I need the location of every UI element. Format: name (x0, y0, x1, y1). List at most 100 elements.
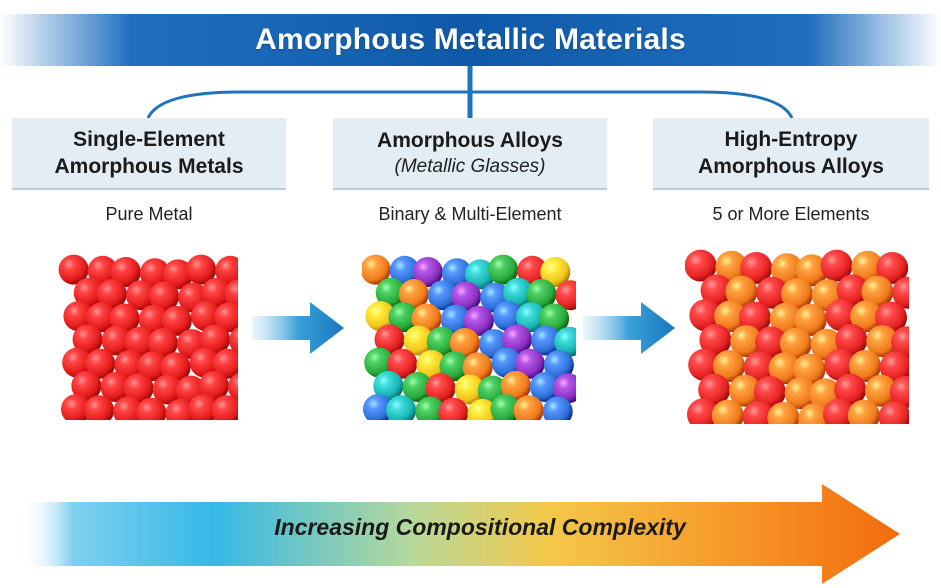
atom-sphere (101, 325, 132, 356)
atom-sphere (365, 301, 396, 332)
atom-sphere (823, 398, 855, 424)
atom-sphere (771, 253, 803, 286)
atom-sphere (188, 394, 219, 420)
atom-sphere (451, 281, 482, 312)
atom-sphere (85, 348, 116, 379)
atom-sphere (386, 395, 417, 420)
title-banner: Amorphous Metallic Materials (0, 14, 941, 66)
atom-sphere (124, 326, 155, 357)
atom-sphere (161, 305, 192, 336)
atom-sphere (529, 372, 560, 403)
category-title-line2: Amorphous Alloys (698, 155, 884, 178)
atom-sphere (389, 255, 420, 286)
atom-sphere (454, 374, 485, 405)
atom-sphere (824, 348, 857, 381)
atom-sphere (490, 394, 521, 420)
atom-sphere (685, 249, 717, 282)
atom-sphere (189, 347, 220, 378)
atom-sphere (542, 396, 573, 420)
atom-sphere (190, 301, 221, 332)
atom-sphere (63, 301, 94, 332)
atom-sphere (198, 370, 229, 401)
atom-sphere (426, 326, 457, 357)
atom-sphere (62, 347, 93, 378)
category-subtitle: (Metallic Glasses) (394, 156, 546, 177)
category-title-line1: Single-Element (73, 128, 225, 151)
atom-sphere (755, 326, 787, 359)
atom-sphere (439, 351, 470, 382)
atom-sphere (850, 300, 883, 333)
atom-sphere (753, 376, 786, 408)
atom-sphere (687, 398, 719, 424)
branch-connector (146, 66, 794, 119)
atom-sphere (798, 403, 831, 424)
atom-sphere (139, 258, 170, 289)
atom-sphere (779, 327, 812, 360)
atom-sphere (517, 255, 548, 286)
atom-sphere (820, 249, 853, 282)
atom-sphere (730, 325, 763, 358)
atom-sphere (769, 302, 802, 335)
atom-sphere (698, 373, 731, 406)
atom-sphere (364, 347, 395, 378)
category-description: 5 or More Elements (712, 204, 870, 224)
atom-sphere (387, 348, 418, 379)
atom-sphere (215, 255, 238, 286)
atom-sphere (402, 372, 433, 403)
atom-sphere (373, 370, 404, 401)
atom-sphere (86, 302, 117, 333)
atom-sphere (713, 350, 745, 382)
atom-sphere (729, 374, 761, 407)
atom-sphere (502, 324, 533, 355)
atom-sphere (138, 304, 169, 335)
atom-sphere (136, 397, 167, 420)
category-title-line1: High-Entropy (724, 128, 858, 151)
atom-sphere (781, 278, 813, 310)
atom-sphere (463, 305, 494, 336)
atom-sphere (412, 257, 443, 287)
atom-sphere (152, 374, 183, 405)
atom-sphere (526, 279, 557, 310)
atom-sphere (227, 372, 238, 402)
atom-sphere (149, 281, 180, 312)
atom-sphere (114, 350, 145, 380)
atom-sphere (84, 395, 115, 420)
category-description: Binary & Multi-Element (378, 204, 562, 224)
atom-sphere (449, 327, 480, 358)
atom-sphere (835, 324, 868, 356)
atom-sphere (784, 377, 817, 410)
atom-sphere (200, 324, 231, 355)
page-title: Amorphous Metallic Materials (255, 23, 686, 56)
atom-sphere (438, 397, 469, 420)
atom-sphere (878, 400, 909, 424)
atom-sphere (825, 299, 858, 332)
atom-sphere (892, 276, 909, 309)
atom-sphere (834, 373, 867, 406)
atom-sphere (425, 373, 456, 404)
atom-sphere (362, 254, 391, 285)
atom-sphere (540, 257, 571, 287)
atom-sphere (96, 279, 127, 310)
atom-sphere (465, 259, 495, 290)
atom-sphere (795, 254, 828, 287)
atom-sphere (427, 280, 458, 311)
atom-sphere (513, 395, 544, 420)
atom-sphere (543, 350, 574, 380)
right-arrow-icon (252, 302, 344, 354)
atom-sphere (879, 351, 909, 384)
atom-sphere (229, 326, 238, 355)
atom-sphere (711, 399, 744, 424)
atom-sphere (125, 280, 156, 311)
atom-sphere (87, 255, 118, 286)
atom-sphere (715, 250, 748, 283)
atom-sphere (72, 324, 103, 355)
atom-sphere (689, 299, 722, 332)
atom-sphere (553, 373, 576, 404)
pure-metal-atom-cluster-icon (58, 254, 238, 420)
atom-sphere (767, 402, 800, 424)
atom-sphere (100, 372, 131, 403)
atom-sphere (374, 324, 405, 355)
atom-sphere (861, 275, 894, 308)
atom-sphere (866, 325, 899, 358)
atom-sphere (531, 325, 562, 356)
